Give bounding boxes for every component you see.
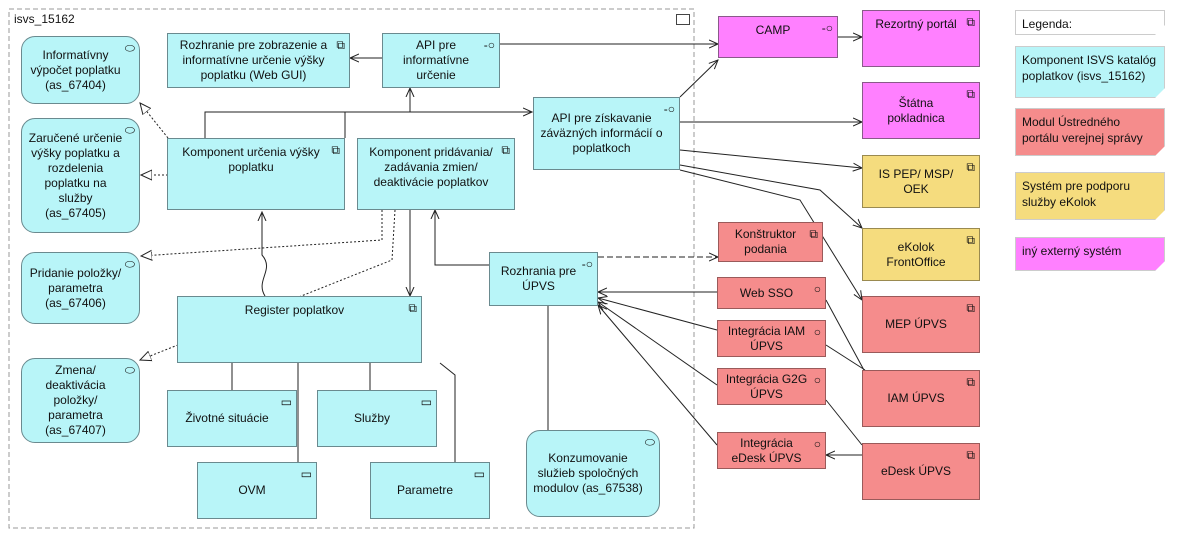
interface-icon: ○ [813, 437, 821, 451]
node-label: Štátna pokladnica [887, 95, 945, 125]
external-rezortny[interactable]: Rezortný portál ⧉ [862, 10, 980, 67]
interface-icon: -○ [483, 38, 495, 52]
data-zivotne[interactable]: Životné situácie ▭ [167, 390, 297, 447]
upvs-websso[interactable]: Web SSO ○ [717, 277, 826, 309]
service-as_67406[interactable]: Pridanie položky/ parametra (as_67406)⬭ [21, 252, 140, 324]
node-label: Pridanie položky/ parametra (as_67406) [29, 265, 122, 310]
data-ovm[interactable]: OVM ▭ [197, 462, 317, 519]
node-label: API pre získavanie záväzných informácií … [540, 111, 663, 155]
interface-icon: -○ [663, 102, 675, 116]
component-pridavania[interactable]: Komponent pridávania/ zadávania zmien/ d… [357, 138, 515, 210]
interface-icon: -○ [581, 257, 593, 271]
legend-item-internal: Komponent ISVS katalóg poplatkov (isvs_1… [1015, 46, 1165, 98]
interface-api-info[interactable]: API pre informatívne určenie -○ [382, 33, 500, 88]
component-icon: ⧉ [966, 160, 975, 174]
data-object-icon: ▭ [280, 395, 292, 409]
component-icon: ⧉ [331, 143, 340, 157]
interface-icon: ○ [813, 282, 821, 296]
upvs-iam[interactable]: IAM ÚPVS ⧉ [862, 370, 980, 427]
component-register[interactable]: Register poplatkov ⧉ [177, 296, 422, 363]
ekolok-ispep[interactable]: IS PEP/ MSP/ OEK ⧉ [862, 155, 980, 208]
system-boundary [8, 8, 695, 529]
legend-item-ekolok: Systém pre podporu služby eKolok [1015, 172, 1165, 220]
data-object-icon: ▭ [300, 467, 312, 481]
node-label: Integrácia eDesk ÚPVS [731, 435, 802, 465]
external-statna[interactable]: Štátna pokladnica ⧉ [862, 82, 980, 139]
interface-api-zavazne[interactable]: API pre získavanie záväzných informácií … [533, 97, 680, 170]
component-icon: ⧉ [336, 38, 345, 52]
service-as_67405[interactable]: Zaručené určenie výšky poplatku a rozdel… [21, 118, 140, 233]
node-label: Integrácia IAM ÚPVS [727, 323, 806, 353]
node-label: Zaručené určenie výšky poplatku a rozdel… [28, 130, 123, 220]
node-label: eKolok FrontOffice [886, 239, 946, 269]
component-icon: ⧉ [966, 375, 975, 389]
folder-icon [676, 14, 690, 25]
node-label: Integrácia G2G ÚPVS [725, 371, 808, 401]
data-object-icon: ▭ [420, 395, 432, 409]
data-parametre[interactable]: Parametre ▭ [370, 462, 490, 519]
component-icon: ⧉ [966, 15, 975, 29]
component-icon: ⧉ [966, 87, 975, 101]
data-sluzby[interactable]: Služby ▭ [317, 390, 437, 447]
upvs-int-iam[interactable]: Integrácia IAM ÚPVS ○ [717, 320, 826, 357]
node-label: CAMP [755, 23, 791, 37]
service-as_67404[interactable]: Informatívny výpočet poplatku (as_67404)… [21, 36, 140, 104]
node-label: Životné situácie [185, 411, 269, 425]
node-label: MEP ÚPVS [885, 317, 947, 331]
node-label: Konzumovanie služieb spoločných modulov … [533, 451, 643, 495]
legend-item-upvs: Modul Ústredného portálu verejnej správy [1015, 108, 1165, 156]
component-icon: ⧉ [408, 301, 417, 315]
upvs-mep[interactable]: MEP ÚPVS ⧉ [862, 296, 980, 353]
node-label: Služby [353, 411, 391, 425]
legend-title: Legenda: [1015, 10, 1165, 35]
node-label: Parametre [396, 483, 454, 497]
node-label: Zmena/ deaktivácia položky/ parametra (a… [45, 363, 106, 437]
node-label: IAM ÚPVS [887, 391, 945, 405]
node-label: IS PEP/ MSP/ OEK [878, 166, 954, 196]
upvs-int-edesk[interactable]: Integrácia eDesk ÚPVS ○ [717, 432, 826, 469]
interface-rozhrania-upvs[interactable]: Rozhrania pre ÚPVS -○ [489, 252, 598, 306]
node-label: Web SSO [739, 285, 794, 300]
interface-icon: ○ [813, 325, 821, 339]
node-label: Register poplatkov [244, 303, 345, 317]
node-label: Komponent pridávania/ zadávania zmien/ d… [369, 145, 493, 189]
service-icon: ⬭ [124, 123, 135, 137]
ekolok-frontoffice[interactable]: eKolok FrontOffice ⧉ [862, 228, 980, 281]
upvs-int-g2g[interactable]: Integrácia G2G ÚPVS ○ [717, 368, 826, 405]
node-label: Informatívny výpočet poplatku (as_67404) [30, 47, 121, 92]
node-label: Rezortný portál [875, 17, 957, 31]
data-object-icon: ▭ [473, 467, 485, 481]
service-icon: ⬭ [644, 435, 655, 449]
service-icon: ⬭ [124, 257, 135, 271]
component-icon: ⧉ [966, 301, 975, 315]
component-icon: ⧉ [966, 448, 975, 462]
upvs-konstruktor[interactable]: Konštruktor podania ⧉ [718, 222, 823, 262]
node-label: Komponent určenia výšky poplatku [182, 145, 320, 174]
service-konzumovanie[interactable]: Konzumovanie služieb spoločných modulov … [526, 430, 660, 517]
upvs-edesk[interactable]: eDesk ÚPVS ⧉ [862, 443, 980, 500]
node-label: eDesk ÚPVS [880, 464, 952, 478]
component-urcenia[interactable]: Komponent určenia výšky poplatku ⧉ [167, 138, 345, 210]
system-boundary-label: isvs_15162 [14, 12, 75, 26]
component-web-gui[interactable]: Rozhranie pre zobrazenie a informatívne … [167, 33, 350, 88]
node-label: Rozhrania pre ÚPVS [500, 264, 577, 293]
node-label: OVM [238, 483, 266, 497]
component-icon: ⧉ [809, 227, 818, 241]
service-as_67407[interactable]: Zmena/ deaktivácia položky/ parametra (a… [21, 358, 140, 443]
component-icon: ⧉ [501, 143, 510, 157]
interface-icon: ○ [813, 373, 821, 387]
node-label: API pre informatívne určenie [402, 38, 470, 82]
interface-icon: -○ [821, 21, 833, 35]
external-camp[interactable]: CAMP -○ [718, 16, 838, 58]
component-icon: ⧉ [966, 233, 975, 247]
service-icon: ⬭ [124, 41, 135, 55]
service-icon: ⬭ [124, 363, 135, 377]
legend-item-external: iný externý systém [1015, 237, 1165, 271]
node-label: Konštruktor podania [734, 227, 797, 256]
node-label: Rozhranie pre zobrazenie a informatívne … [179, 38, 328, 82]
